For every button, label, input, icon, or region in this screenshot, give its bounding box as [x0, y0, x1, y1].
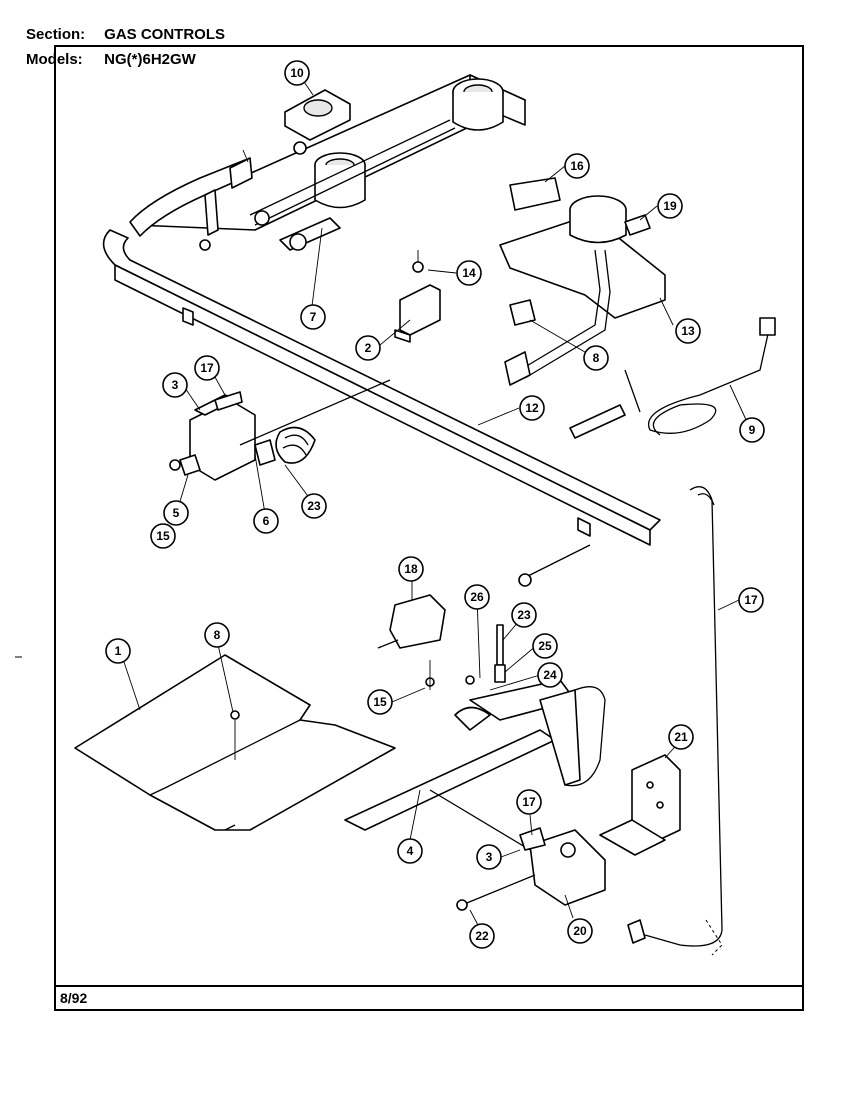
svg-text:8: 8: [214, 628, 221, 642]
svg-text:17: 17: [200, 361, 214, 375]
heat-shield-plate: [74, 654, 396, 831]
svg-text:19: 19: [663, 199, 677, 213]
callout-2: 2: [355, 335, 381, 361]
capillary-tube: [569, 317, 776, 439]
svg-text:15: 15: [156, 529, 170, 543]
callout-5: 5: [163, 500, 189, 526]
callout-26: 26: [464, 584, 490, 610]
svg-text:20: 20: [573, 924, 587, 938]
section-header: Section: GAS CONTROLS: [26, 26, 225, 43]
callout-7: 7: [300, 304, 326, 330]
footer-date: 8/92: [60, 990, 88, 1006]
callout-24: 24: [537, 662, 563, 688]
svg-text:4: 4: [407, 844, 414, 858]
control-valve-assembly: [169, 379, 391, 481]
svg-text:12: 12: [525, 401, 539, 415]
svg-text:23: 23: [517, 608, 531, 622]
gas-tube-right: [627, 486, 723, 956]
manifold-bar: [102, 149, 661, 546]
callout-17-upper: 17: [194, 355, 220, 381]
callout-13: 13: [675, 318, 701, 344]
callout-12: 12: [519, 395, 545, 421]
callout-15-lower: 15: [367, 689, 393, 715]
spark-bracket-assembly: [454, 624, 576, 731]
bracket-part: [394, 250, 441, 343]
svg-text:17: 17: [522, 795, 536, 809]
svg-text:2: 2: [365, 341, 372, 355]
section-value: GAS CONTROLS: [104, 26, 226, 43]
callout-17-lower: 17: [516, 789, 542, 815]
svg-text:16: 16: [570, 159, 584, 173]
svg-text:3: 3: [486, 850, 493, 864]
callout-4: 4: [397, 838, 423, 864]
svg-text:9: 9: [749, 423, 756, 437]
callout-16: 16: [564, 153, 590, 179]
svg-text:15: 15: [373, 695, 387, 709]
callout-23-upper: 23: [301, 493, 327, 519]
callout-10: 10: [284, 60, 310, 86]
svg-text:23: 23: [307, 499, 321, 513]
lower-burner-tube: [344, 686, 606, 851]
callout-8-upper: 8: [583, 345, 609, 371]
svg-text:13: 13: [681, 324, 695, 338]
mounting-bracket: [599, 754, 681, 856]
models-value: NG(*)6H2GW: [104, 51, 196, 68]
callout-6: 6: [253, 508, 279, 534]
callout-23-lower: 23: [511, 602, 537, 628]
diagram-frame: [54, 45, 804, 1011]
callout-8-lower: 8: [204, 622, 230, 648]
svg-text:10: 10: [290, 66, 304, 80]
svg-text:14: 14: [462, 266, 476, 280]
callout-15-upper: 15: [150, 523, 176, 549]
svg-text:24: 24: [543, 668, 557, 682]
callout-3-upper: 3: [162, 372, 188, 398]
callout-3-lower: 3: [476, 844, 502, 870]
callout-19: 19: [657, 193, 683, 219]
callout-22: 22: [469, 923, 495, 949]
svg-text:6: 6: [263, 514, 270, 528]
callout-17-right: 17: [738, 587, 764, 613]
svg-text:22: 22: [475, 929, 489, 943]
igniter-assembly: [377, 544, 591, 690]
section-label: Section:: [26, 26, 86, 43]
leader-lines: [123, 72, 749, 928]
svg-text:8: 8: [593, 351, 600, 365]
callout-20: 20: [567, 918, 593, 944]
callout-9: 9: [739, 417, 765, 443]
lower-valve-assembly: [456, 827, 606, 911]
svg-text:17: 17: [744, 593, 758, 607]
valve-head-part: [284, 89, 351, 155]
svg-text:5: 5: [173, 506, 180, 520]
thermostat-assembly: [499, 177, 666, 386]
svg-text:7: 7: [310, 310, 317, 324]
svg-text:25: 25: [538, 639, 552, 653]
burner-bracket-assembly: [134, 74, 526, 251]
callout-21: 21: [668, 724, 694, 750]
svg-text:26: 26: [470, 590, 484, 604]
callout-18: 18: [398, 556, 424, 582]
svg-text:18: 18: [404, 562, 418, 576]
callout-14: 14: [456, 260, 482, 286]
svg-text:3: 3: [172, 378, 179, 392]
svg-text:21: 21: [674, 730, 688, 744]
callout-1: 1: [105, 638, 131, 664]
svg-text:1: 1: [115, 644, 122, 658]
callout-25: 25: [532, 633, 558, 659]
